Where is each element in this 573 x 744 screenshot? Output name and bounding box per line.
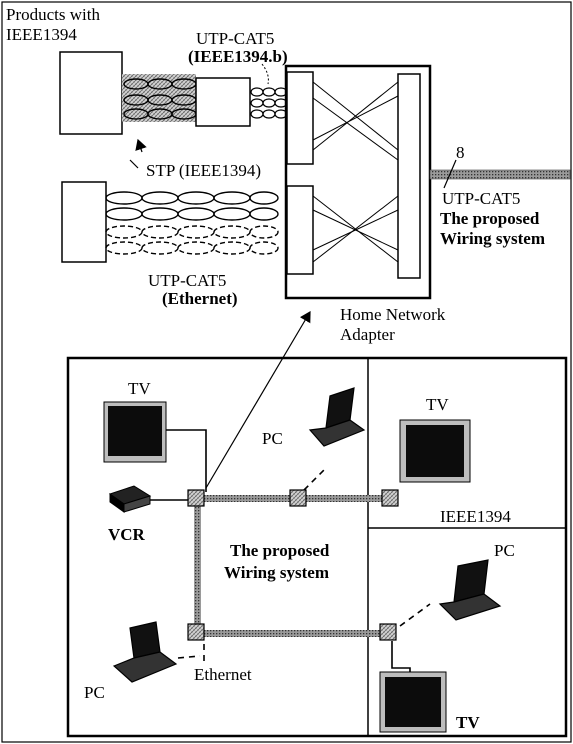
products-label-line2: IEEE1394 [6,25,77,44]
junction-boxes [187,489,399,641]
adapter-port-ethernet [286,185,314,275]
ethernet-utp-cable [105,191,279,255]
junction-box-lower-right [379,623,397,641]
adapter-label-line1: Home Network [340,305,446,324]
converter-box [195,77,251,127]
junction-box-center [289,489,307,507]
laptop-right [438,559,502,621]
tv-top-left-label: TV [128,379,151,398]
vcr-icon [108,485,152,513]
utp-top-label: UTP-CAT5 [196,29,274,48]
stp-pointer [135,138,147,153]
utp-ethernet-label: UTP-CAT5 [148,271,226,290]
outgoing-utp-cable [429,169,571,180]
proposed-room-line1: The proposed [230,541,330,560]
dashed-connections [177,469,431,664]
pc-right-label: PC [494,541,515,560]
tv-top-right-label: TV [426,395,449,414]
junction-box-right [381,489,399,507]
laptop-bottom-left [112,621,178,683]
stp-cable [122,74,197,122]
tv-bottom-right-label: TV [456,713,480,732]
adapter-crossover-lines [312,81,399,263]
device-connections [148,429,411,674]
tv-top-right [399,419,471,483]
adapter-switch-bar [397,73,421,279]
ieee1394-product-box [59,51,123,135]
ethernet-product-box [61,181,107,263]
proposed-top-line2: Wiring system [440,229,545,248]
products-label: Products with IEEE1394 [6,5,100,44]
pc-bottom-left-label: PC [84,683,105,702]
proposed-room-line2: Wiring system [224,563,329,582]
proposed-top-line1: The proposed [440,209,540,228]
junction-box-lower-left [187,623,205,641]
port-count-label: 8 [456,143,465,162]
tv-top-left [103,401,167,463]
vcr-label: VCR [108,525,146,544]
laptop-top-center [308,387,366,447]
utp-top-pointer [261,63,269,85]
stp-label: STP (IEEE1394) [146,161,261,180]
adapter-pointer-arrow [205,310,311,489]
ethernet-label: Ethernet [194,665,252,684]
junction-box-main [187,489,205,507]
utp-top-sublabel: (IEEE1394.b) [188,47,288,66]
tv-bottom-right [379,671,447,733]
adapter-port-ieee1394 [286,71,314,165]
pc-top-center-label: PC [262,429,283,448]
utp-right-label: UTP-CAT5 [442,189,520,208]
utp-ethernet-sublabel: (Ethernet) [162,289,238,308]
utp-ieee1394b-cable [250,87,288,119]
adapter-label-line2: Adapter [340,325,395,344]
products-label-line1: Products with [6,5,100,24]
ieee1394-room-label: IEEE1394 [440,507,511,526]
